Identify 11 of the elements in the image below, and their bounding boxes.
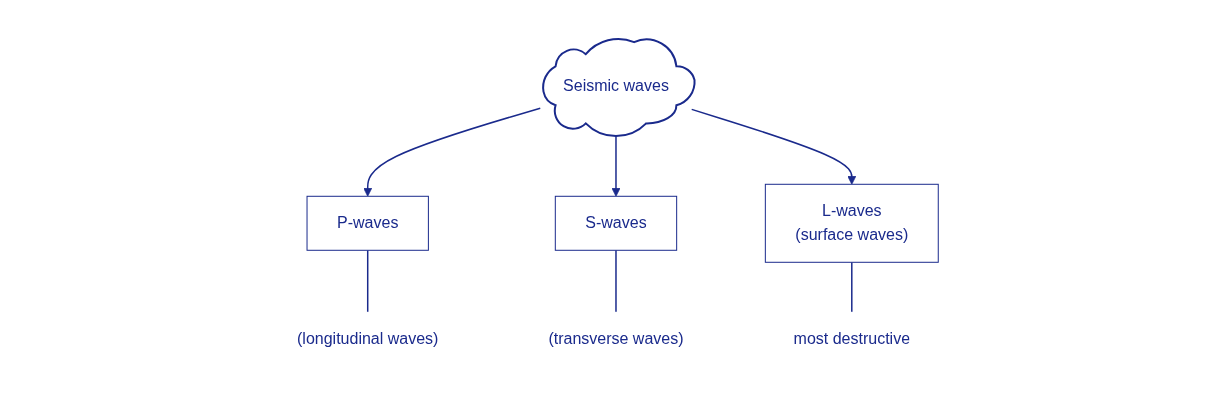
node-box: S-waves	[555, 196, 678, 252]
arrow	[363, 107, 542, 198]
node-box: L-waves (surface waves)	[765, 184, 940, 264]
arrow	[691, 109, 857, 186]
connector	[367, 249, 369, 314]
node-text: (transverse waves)	[548, 330, 685, 348]
node-text: most destructive	[794, 330, 911, 348]
connector	[615, 249, 618, 314]
node-box: P-waves	[307, 196, 430, 252]
connector	[851, 261, 853, 314]
node-text: (longitudinal waves)	[297, 330, 439, 348]
